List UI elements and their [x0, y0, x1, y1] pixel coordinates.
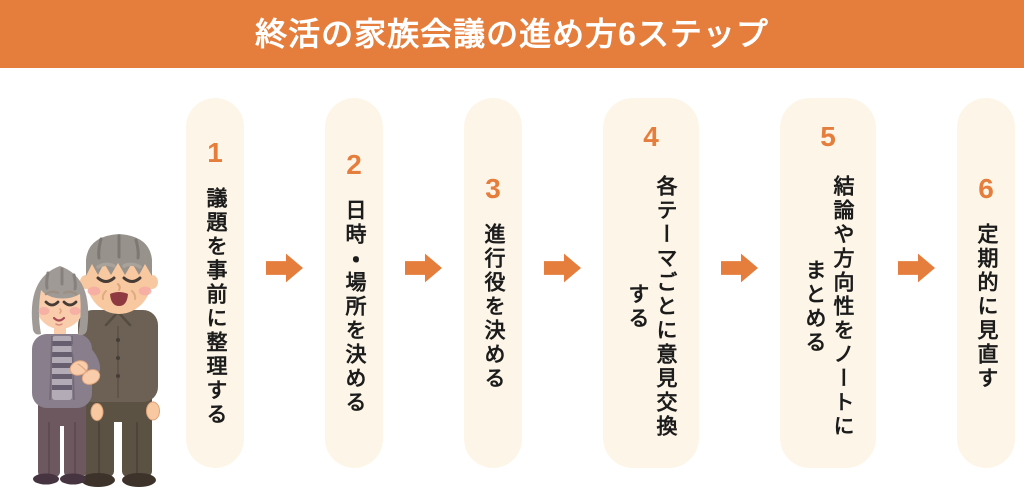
step-label: 日時・場所を決める — [343, 199, 366, 415]
step-number: 5 — [820, 121, 836, 152]
elderly-woman-figure — [31, 266, 101, 485]
right-arrow-icon — [266, 253, 303, 283]
step-number: 3 — [485, 173, 501, 204]
step-number: 2 — [346, 149, 362, 180]
title-banner: 終活の家族会議の進め方6ステップ — [0, 0, 1024, 68]
right-arrow-icon — [405, 253, 442, 283]
step-label: 結論や方向性をノートにまとめる — [803, 175, 854, 439]
step-label: 議題を事前に整理する — [204, 187, 227, 427]
step-label: 進行役を決める — [482, 223, 505, 391]
step-card: 3 進行役を決める — [464, 98, 522, 468]
step-card: 1 議題を事前に整理する — [186, 98, 244, 468]
steps-row: 1 議題を事前に整理する 2 日時・場所を決める 3 進行役を決める 4 各テー… — [186, 98, 1015, 468]
step-label: 各テーマごとに意見交換する — [626, 175, 677, 439]
step-card: 6 定期的に見直す — [957, 98, 1015, 468]
step-card: 5 結論や方向性をノートにまとめる — [780, 98, 876, 468]
step-card: 2 日時・場所を決める — [325, 98, 383, 468]
step-number: 4 — [643, 121, 659, 152]
right-arrow-icon — [898, 253, 935, 283]
right-arrow-icon — [544, 253, 581, 283]
step-number: 6 — [978, 173, 994, 204]
step-label: 定期的に見直す — [975, 223, 998, 391]
page-title: 終活の家族会議の進め方6ステップ — [255, 16, 769, 52]
elderly-couple-illustration — [31, 234, 160, 487]
right-arrow-icon — [721, 253, 758, 283]
step-number: 1 — [207, 137, 223, 168]
step-card: 4 各テーマごとに意見交換する — [603, 98, 699, 468]
